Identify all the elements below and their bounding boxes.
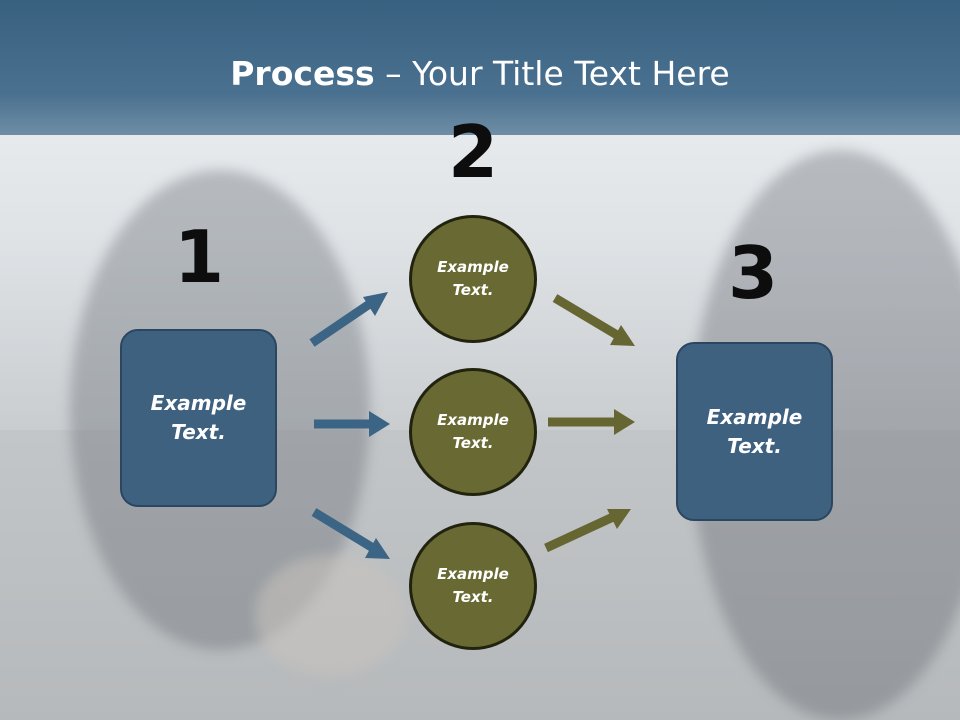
arrow-1-to-top xyxy=(309,292,388,347)
arrow-1-to-middle xyxy=(314,411,390,437)
step-3-text: Example Text. xyxy=(706,404,803,458)
arrow-top-to-3 xyxy=(552,294,635,346)
step-1-text: Example Text. xyxy=(150,391,247,444)
step-2-circle-middle: Example Text. xyxy=(409,368,537,496)
arrow-1-to-bottom xyxy=(311,508,390,559)
step-number-2: 2 xyxy=(447,110,499,194)
title-bar: Process – Your Title Text Here xyxy=(0,0,960,135)
step-3-box: Example Text. xyxy=(676,342,833,521)
step-1-box: Example Text. xyxy=(120,329,277,507)
step-2-circle-middle-text: Example Text. xyxy=(437,411,509,452)
step-number-1: 1 xyxy=(173,215,225,299)
slide-title: Process – Your Title Text Here xyxy=(0,52,960,96)
step-2-circle-top-text: Example Text. xyxy=(437,258,509,299)
title-bold: Process xyxy=(230,54,375,93)
arrow-middle-to-3 xyxy=(548,409,635,435)
step-2-circle-bottom: Example Text. xyxy=(409,522,537,650)
step-number-3: 3 xyxy=(727,231,779,315)
background-hands xyxy=(255,555,405,675)
step-2-circle-bottom-text: Example Text. xyxy=(437,565,509,606)
step-2-circle-top: Example Text. xyxy=(409,215,537,343)
arrow-bottom-to-3 xyxy=(544,509,631,553)
title-rest: – Your Title Text Here xyxy=(374,54,730,93)
